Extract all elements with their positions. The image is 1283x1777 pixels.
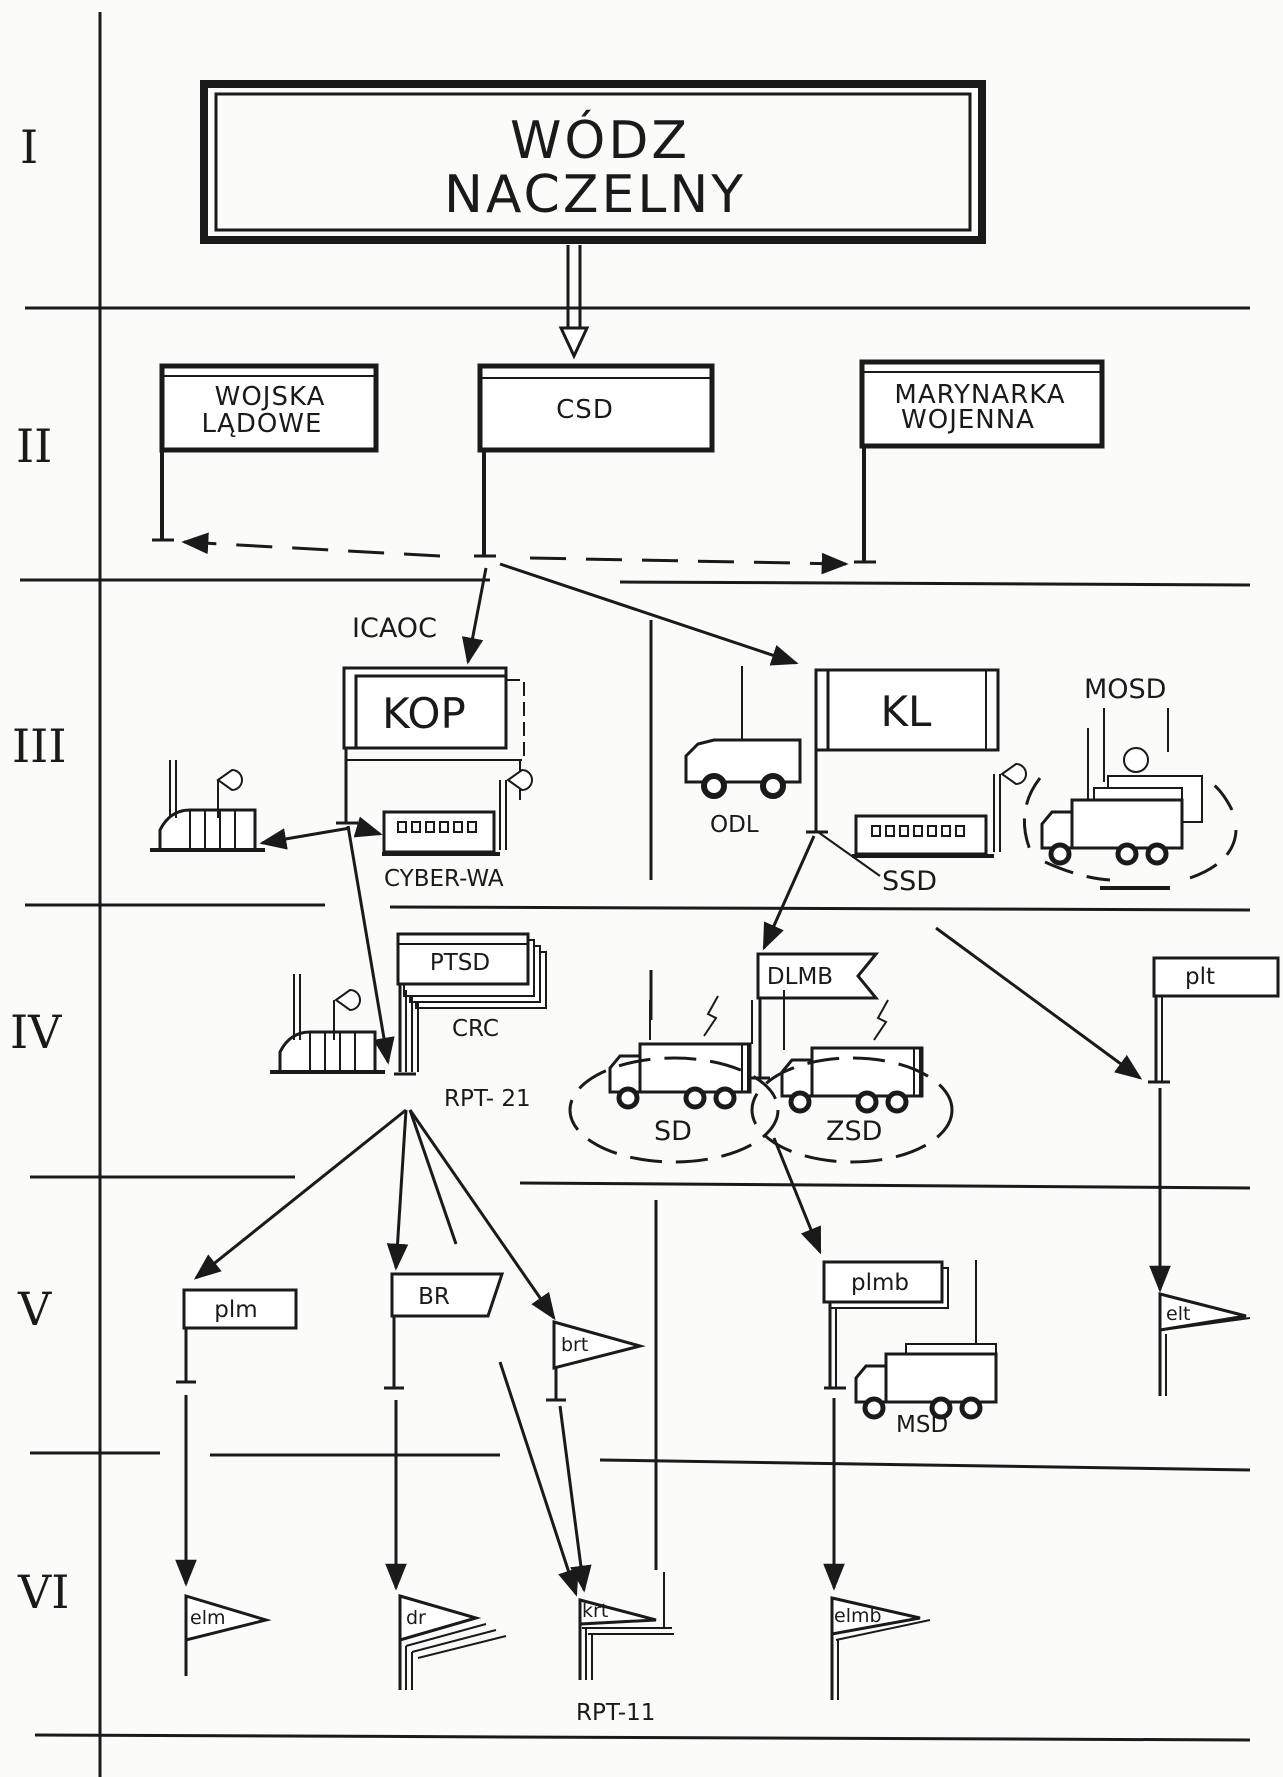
br-flag: BR [384,1274,502,1388]
level-labels: I II III IV V VI [10,120,69,1619]
crc-label: CRC [452,1016,499,1042]
elmb-label: elmb [834,1605,882,1627]
crc-tent-icon [270,974,385,1072]
odl-label: ODL [710,812,759,838]
cyber-wa-arrows [262,828,380,843]
zsd-vehicle-icon [752,990,922,1111]
sd-vehicle-icon [610,996,750,1107]
ptsd-flag: PTSD [394,934,546,1074]
krt-label: krt [582,1600,608,1622]
kop-to-crc-arrow [348,826,388,1062]
msd-vehicle-icon [856,1344,996,1417]
commander-line-1: WÓDZ [510,109,690,171]
krt-pennant: krt [580,1572,674,1680]
level-label-4: IV [10,1005,62,1059]
csd-flag: CSD [474,366,712,556]
elt-pennant: elt [1160,1294,1250,1396]
land-forces-line-2: LĄDOWE [202,409,323,439]
commander-in-chief-box: WÓDZ NACZELNY [204,84,982,240]
rpt21-label: RPT- 21 [444,1086,531,1112]
brt-pennant: brt [546,1322,640,1400]
sd-to-plmb-arrow [774,1138,820,1252]
rpt21-arrows [196,1110,554,1318]
navy-line-2: WOJENNA [901,405,1035,435]
elmb-pennant: elmb [832,1598,930,1700]
dr-label: dr [406,1607,426,1629]
land-forces-line-1: WOJSKA [215,382,326,412]
kl-label: KL [881,687,933,736]
sd-label: SD [654,1116,692,1147]
kl-flag: KL [806,670,998,832]
odl-vehicle-icon [686,666,800,796]
mosd-vehicle-group [1024,708,1236,888]
cyber-wa-trailer-icon [382,770,532,854]
field-tent-icon [150,760,265,850]
commander-line-2: NACZELNY [444,165,746,225]
plt-flag: plt [1148,958,1278,1082]
level-label-5: V [17,1282,52,1336]
plmb-label: plmb [851,1270,909,1296]
level-label-1: I [20,120,38,174]
ssd-trailer-icon [852,764,1026,856]
icaoc-label: ICAOC [352,613,437,644]
navy-flag: MARYNARKA WOJENNA [854,362,1102,562]
mosd-label: MOSD [1084,674,1166,705]
br-label: BR [418,1284,450,1310]
level5-to-6-arrows [186,1362,834,1594]
dlmb-label: DLMB [767,964,833,990]
elm-pennant: elm [186,1596,266,1676]
msd-label: MSD [896,1412,948,1438]
dr-pennant: dr [400,1596,506,1690]
elt-label: elt [1166,1303,1190,1325]
coordination-links [184,542,846,564]
plt-label: plt [1185,964,1215,990]
csd-label: CSD [556,395,614,425]
land-forces-flag: WOJSKA LĄDOWE [152,366,376,540]
kop-label: KOP [382,689,466,738]
brt-label: brt [561,1334,588,1356]
level-label-3: III [12,719,67,773]
kop-flag: KOP [336,668,524,823]
ssd-label: SSD [882,866,937,897]
plm-flag: plm [176,1290,296,1382]
level-label-6: VI [17,1565,69,1619]
cyber-wa-label: CYBER-WA [384,866,504,892]
level-label-2: II [16,419,52,473]
command-arrow [561,245,587,356]
zsd-label: ZSD [826,1116,882,1147]
ptsd-label: PTSD [430,950,490,976]
csd-arrows [468,564,796,663]
rpt11-label: RPT-11 [576,1700,655,1726]
elm-label: elm [190,1607,225,1629]
kop-link [346,760,520,800]
plm-label: plm [214,1297,257,1323]
